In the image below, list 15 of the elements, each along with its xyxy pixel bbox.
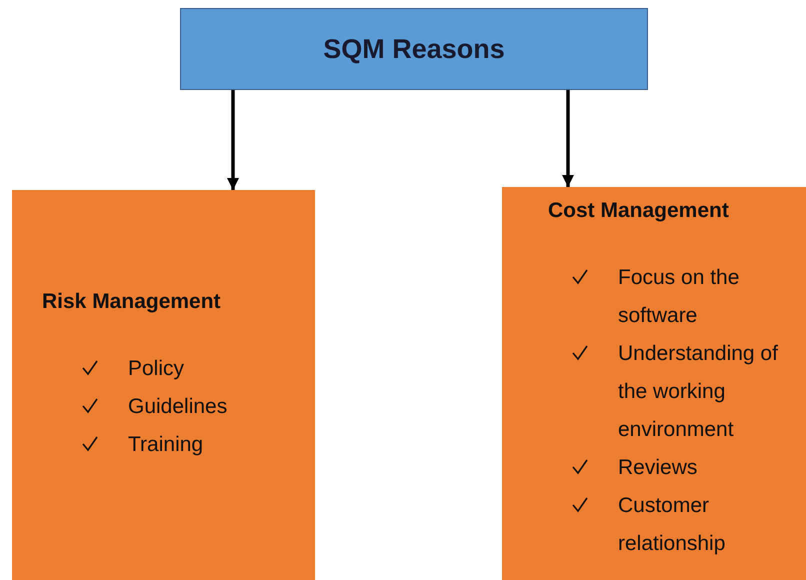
list-item: Focus on the software (618, 265, 740, 329)
category-box (12, 190, 315, 580)
list-item: Training (128, 432, 204, 458)
list-item: Understanding of the working environment (618, 341, 779, 443)
list-item: Customer relationship (618, 493, 726, 557)
title-box (180, 8, 648, 90)
list-item: Policy (128, 356, 186, 382)
arrow (562, 90, 574, 187)
heading: Risk Management (42, 290, 221, 314)
list-item: Reviews (618, 455, 698, 481)
title-text: SQM Reasons (323, 34, 505, 64)
list-item: Guidelines (128, 394, 228, 420)
category-box (502, 187, 806, 580)
heading: Cost Management (548, 199, 729, 223)
arrow (226, 90, 240, 190)
